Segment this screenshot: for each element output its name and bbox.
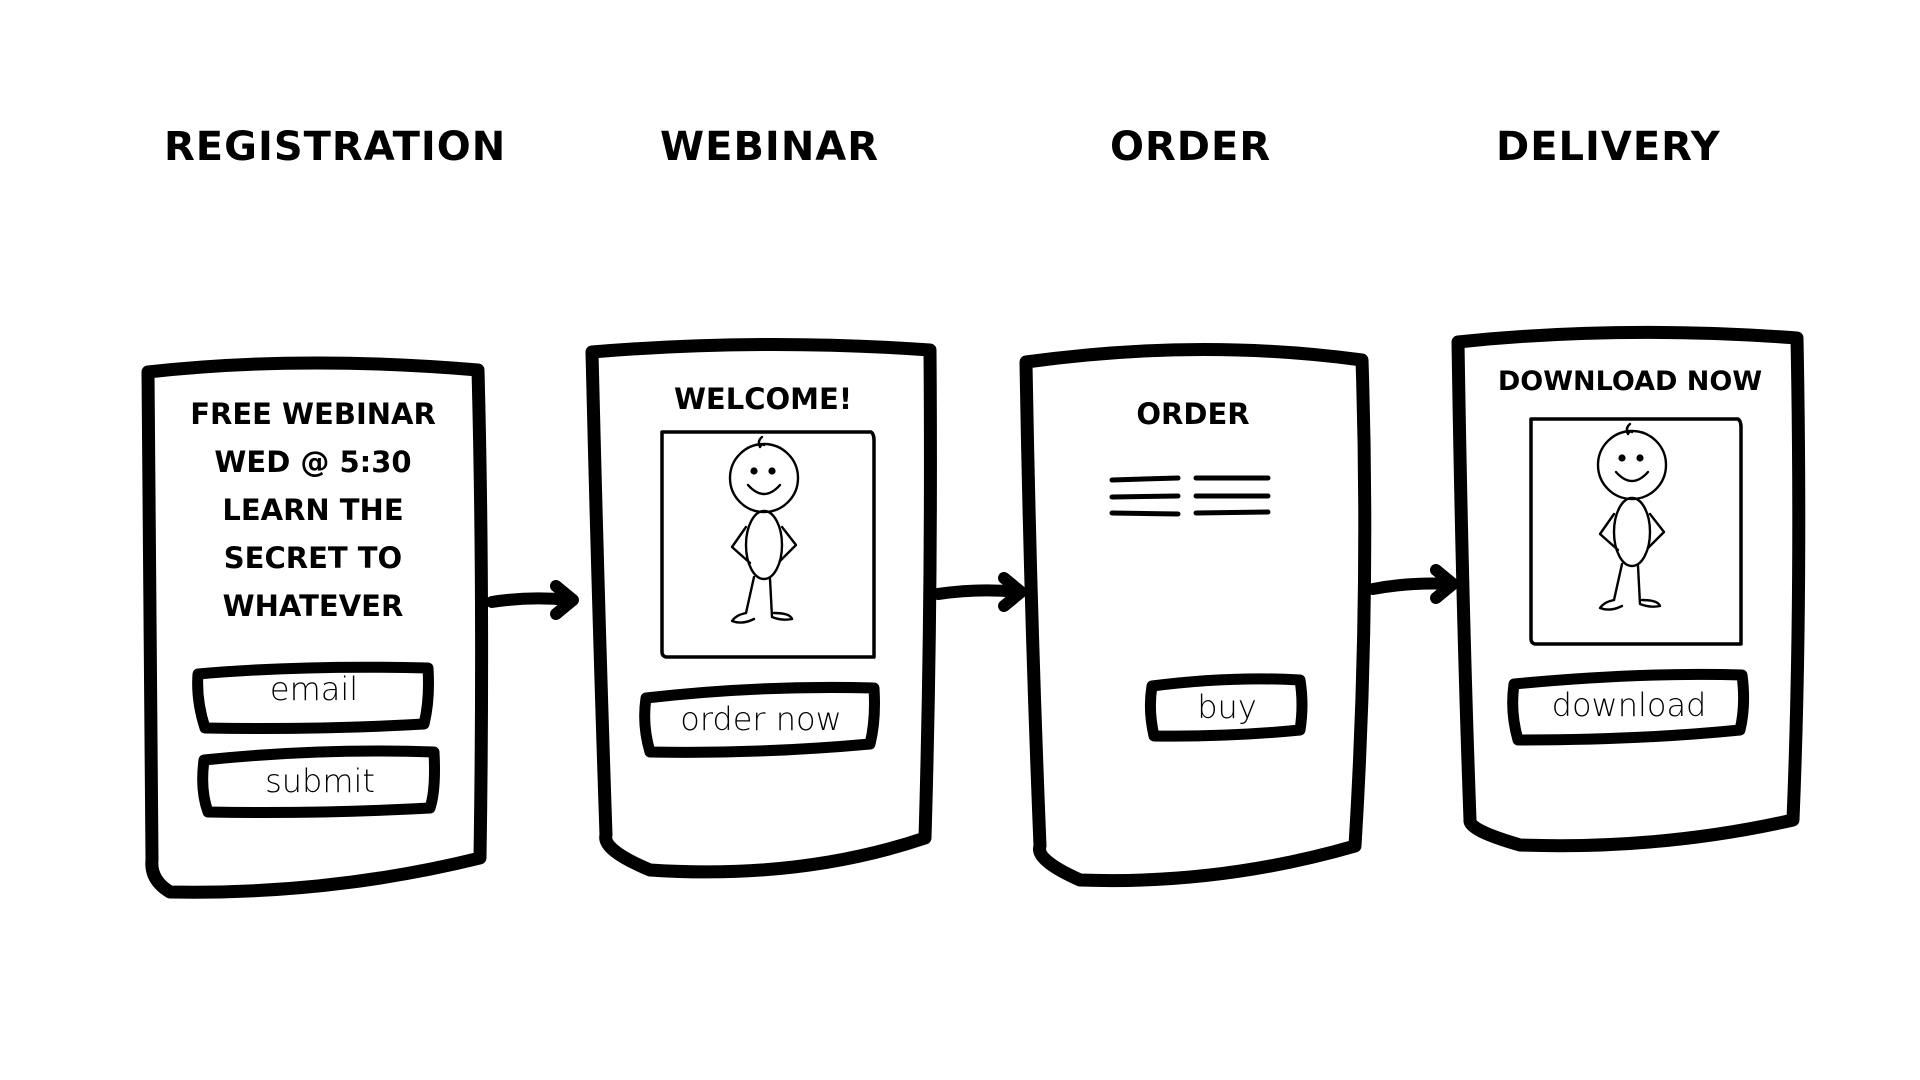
download-button [1507,668,1750,746]
delivery-page-title: DOWNLOAD NOW [1497,366,1763,397]
submit-button [197,745,440,818]
email-field[interactable]: email [269,670,359,708]
webinar-image-box [660,430,876,659]
order-page-title: ORDER [1136,397,1250,431]
buy-button [1144,673,1308,742]
buy-button-label[interactable]: buy [1197,688,1257,726]
registration-text-line: WHATEVER [222,589,404,623]
registration-text-line: WED @ 5:30 [214,445,412,479]
arrow-order-to-delivery [1367,564,1459,604]
order-now-button-label[interactable]: order now [680,700,842,738]
webinar-page-title: WELCOME! [673,382,853,416]
order-text-lines [1109,475,1271,517]
registration-page-frame [141,356,489,899]
arrow-registration-to-webinar [486,580,579,620]
webinar-stick-figure-icon [728,435,800,624]
arrow-webinar-to-order [932,572,1027,612]
registration-page-text: FREE WEBINAR WED @ 5:30 LEARN THE SECRET… [158,390,468,630]
delivery-page-frame [1451,325,1806,853]
delivery-image-box [1529,417,1743,646]
registration-text-line: FREE WEBINAR [190,397,436,431]
webinar-page-frame [585,337,937,879]
heading-delivery: DELIVERY [1496,124,1721,170]
heading-order: ORDER [1110,124,1272,170]
order-page-frame [1019,342,1372,888]
delivery-stick-figure-icon [1596,422,1668,611]
order-now-button [639,681,880,758]
submit-button-label[interactable]: submit [265,762,375,800]
heading-webinar: WEBINAR [660,124,880,170]
registration-text-line: SECRET TO [223,541,403,575]
heading-registration: REGISTRATION [164,124,507,170]
download-button-label[interactable]: download [1551,686,1707,724]
registration-text-line: LEARN THE [222,493,404,527]
email-button [192,661,434,734]
